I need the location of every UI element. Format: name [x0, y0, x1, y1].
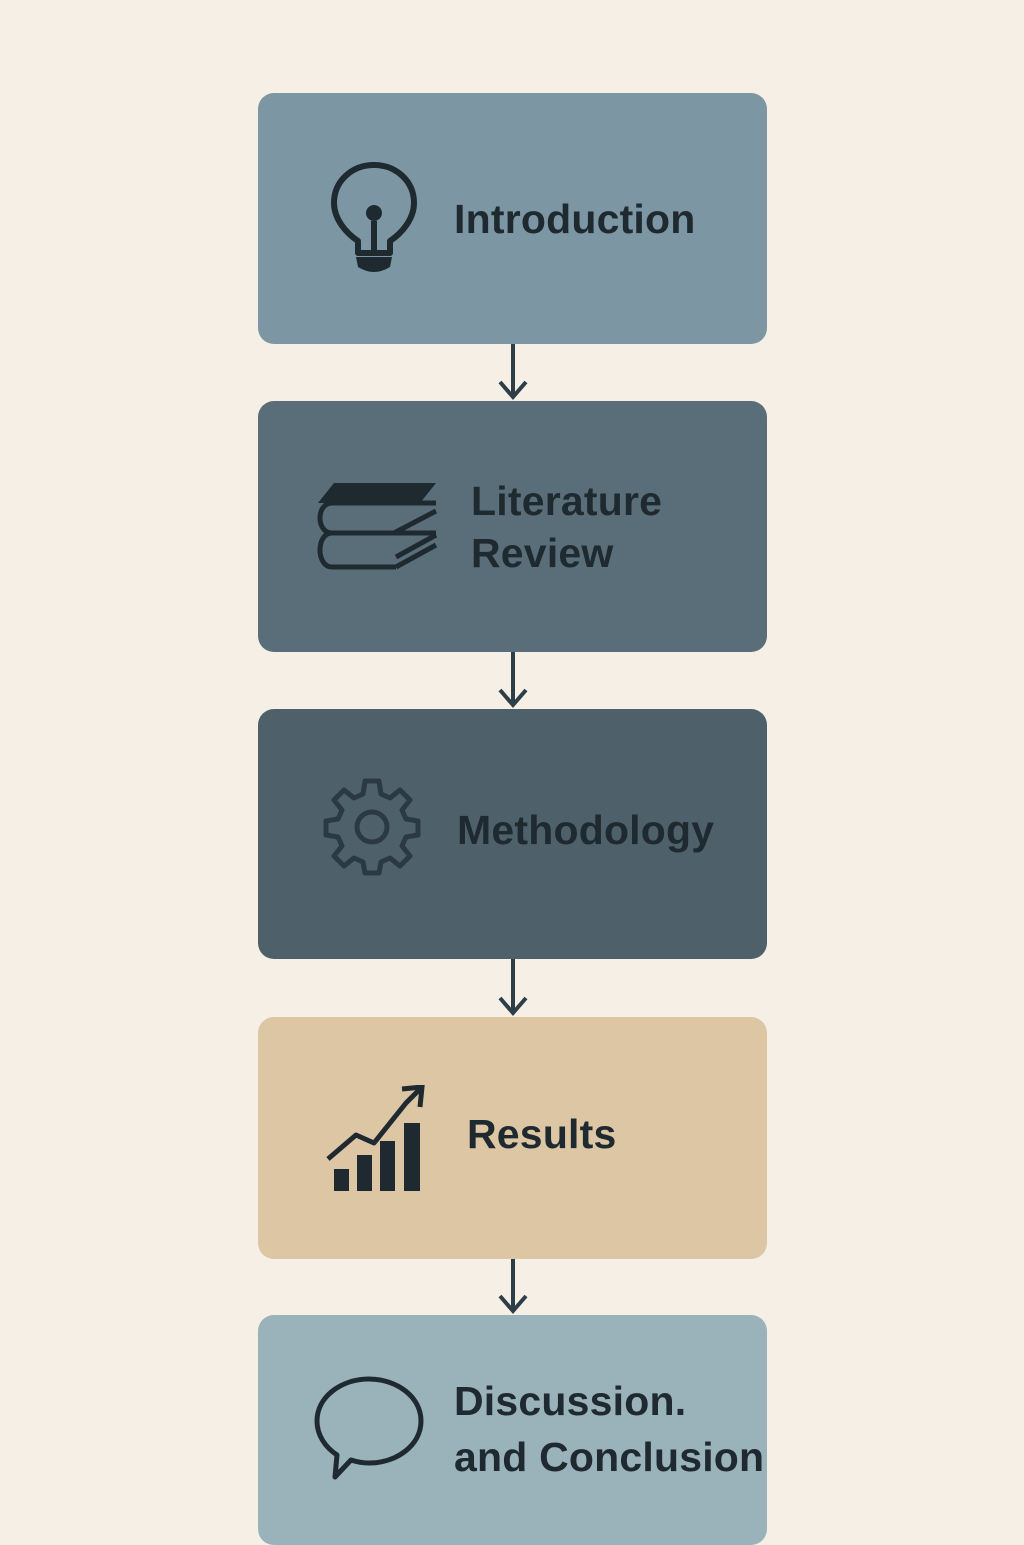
step-literature-review: Literature Review — [258, 401, 767, 652]
step-introduction: Introduction — [258, 93, 767, 344]
bar-chart-trend-icon — [326, 1085, 425, 1191]
step-label-line: Review — [471, 530, 614, 576]
arrow-down-icon — [498, 959, 528, 1017]
step-results: Results — [258, 1017, 767, 1259]
arrow-down-icon — [498, 652, 528, 709]
step-label: Discussion. and Conclusion — [454, 1373, 764, 1485]
step-label-line: Methodology — [457, 807, 715, 853]
step-label-line: and Conclusion — [454, 1434, 765, 1480]
step-label: Introduction — [454, 193, 696, 245]
step-label: Methodology — [457, 804, 714, 856]
step-label-line: Introduction — [454, 196, 696, 242]
gear-icon — [323, 778, 421, 876]
books-icon — [317, 483, 438, 570]
step-discussion-conclusion: Discussion. and Conclusion — [258, 1315, 767, 1545]
step-label-line: Literature — [471, 478, 663, 524]
step-label-line: Results — [467, 1111, 617, 1157]
arrow-down-icon — [498, 1259, 528, 1315]
step-label: Literature Review — [471, 475, 662, 579]
lightbulb-icon — [331, 162, 417, 272]
step-methodology: Methodology — [258, 709, 767, 959]
step-label-line: Discussion. — [454, 1378, 687, 1424]
speech-bubble-icon — [314, 1376, 424, 1480]
step-label: Results — [467, 1108, 617, 1160]
arrow-down-icon — [498, 344, 528, 401]
